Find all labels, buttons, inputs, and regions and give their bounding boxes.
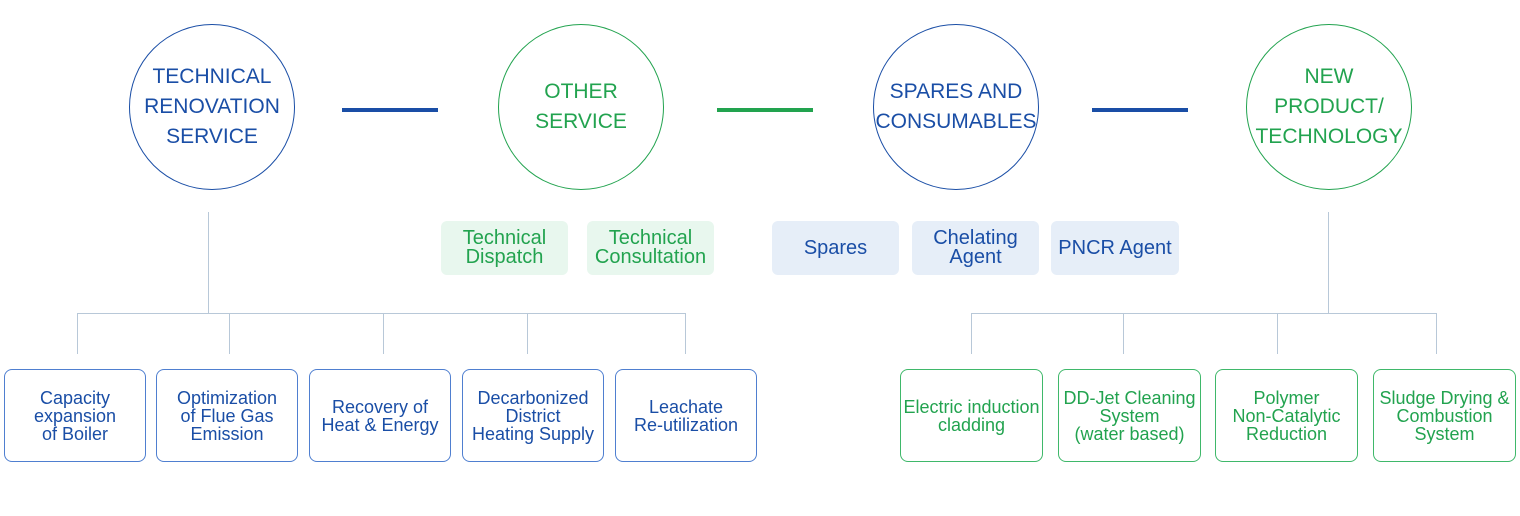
separator-line: [342, 108, 438, 112]
chip-chelating-agent: Chelating Agent: [912, 221, 1039, 275]
tree-connector: [208, 212, 209, 314]
chip-pncr-agent: PNCR Agent: [1051, 221, 1179, 275]
tree-connector: [229, 313, 230, 354]
box-sludge-drying: Sludge Drying & Combustion System: [1373, 369, 1516, 462]
tree-connector: [527, 313, 528, 354]
box-electric-induction-cladding: Electric induction cladding: [900, 369, 1043, 462]
box-leachate-reutilization: Leachate Re-utilization: [615, 369, 757, 462]
tree-connector: [685, 313, 686, 354]
tree-connector: [1123, 313, 1124, 354]
box-polymer-ncr: Polymer Non-Catalytic Reduction: [1215, 369, 1358, 462]
chip-technical-consultation: Technical Consultation: [587, 221, 714, 275]
box-dd-jet-cleaning: DD-Jet Cleaning System (water based): [1058, 369, 1201, 462]
tree-connector: [1328, 212, 1329, 314]
tree-connector: [1436, 313, 1437, 354]
tree-connector: [971, 313, 1437, 314]
category-other-service: OTHER SERVICE: [498, 24, 664, 190]
box-district-heating: Decarbonized District Heating Supply: [462, 369, 604, 462]
chip-technical-dispatch: Technical Dispatch: [441, 221, 568, 275]
box-flue-gas-optimization: Optimization of Flue Gas Emission: [156, 369, 298, 462]
category-new-product-technology: NEW PRODUCT/ TECHNOLOGY: [1246, 24, 1412, 190]
category-technical-renovation: TECHNICAL RENOVATION SERVICE: [129, 24, 295, 190]
separator-line: [717, 108, 813, 112]
box-capacity-expansion: Capacity expansion of Boiler: [4, 369, 146, 462]
tree-connector: [383, 313, 384, 354]
chip-spares: Spares: [772, 221, 899, 275]
tree-connector: [1277, 313, 1278, 354]
category-spares-consumables: SPARES AND CONSUMABLES: [873, 24, 1039, 190]
box-heat-energy-recovery: Recovery of Heat & Energy: [309, 369, 451, 462]
separator-line: [1092, 108, 1188, 112]
tree-connector: [77, 313, 686, 314]
tree-connector: [971, 313, 972, 354]
tree-connector: [77, 313, 78, 354]
